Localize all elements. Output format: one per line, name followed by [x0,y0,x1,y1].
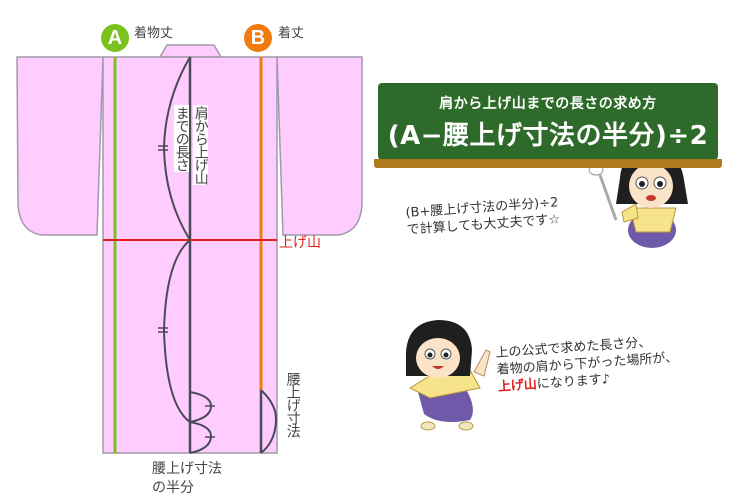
marker-a-badge: A [101,24,129,52]
marker-b-label: 着丈 [278,26,305,41]
formula-blackboard: 肩から上げ山までの長さの求め方 (A−腰上げ寸法の半分)÷2 [378,83,718,160]
half-brace-1 [189,391,213,423]
marker-a-label: 着物丈 [134,26,174,41]
lower-brace [162,239,191,423]
label-koshiage-half-line2: の半分 [152,480,194,496]
kimono-right-sleeve [276,56,363,236]
label-koshiage-half-line1: 腰上げ寸法 [152,461,222,477]
marker-b-badge: B [244,24,272,52]
explain-ageyama-highlight: 上げ山 [497,377,538,395]
student-character [406,320,491,431]
upper-brace [162,56,191,241]
kimono-left-sleeve [16,56,104,236]
label-ageyama: 上げ山 [279,235,321,251]
koshiage-brace [260,389,278,454]
label-shoulder-to-ageyama-col1: 肩から上げ山 [192,105,209,185]
blackboard-ledge [374,159,722,168]
teacher-character [588,150,688,248]
label-shoulder-to-ageyama-col2: までの長さ [173,105,190,172]
kimono-collar [158,44,223,58]
label-koshiage: 腰上げ寸法 [284,372,301,437]
blackboard-title: 肩から上げ山までの長さの求め方 [439,96,657,112]
blackboard-formula: (A−腰上げ寸法の半分)÷2 [387,121,709,151]
